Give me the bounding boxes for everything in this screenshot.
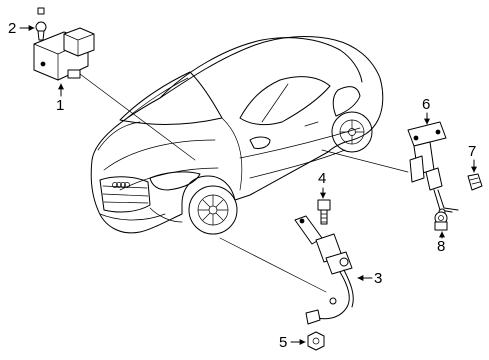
bolt-4 <box>317 199 331 225</box>
callout-4: 4 <box>318 170 326 199</box>
front-level-sensor <box>294 215 354 325</box>
windshield <box>119 71 223 125</box>
bolt-7 <box>467 173 483 191</box>
rear-level-sensor <box>407 121 459 216</box>
side-window <box>239 76 331 126</box>
car-body-outline <box>90 36 384 234</box>
nut-8 <box>434 211 448 231</box>
leader-line-6-car <box>321 149 409 173</box>
callout-label-1: 1 <box>56 97 64 114</box>
callout-label-2: 2 <box>8 20 16 37</box>
callout-8: 8 <box>437 231 445 255</box>
callout-label-4: 4 <box>318 170 326 187</box>
leader-line-1 <box>79 73 196 161</box>
callout-label-6: 6 <box>422 96 430 113</box>
callout-1: 1 <box>56 83 64 114</box>
rear-wheel <box>331 111 373 153</box>
front-wheel <box>188 185 238 235</box>
side-mirror <box>249 136 271 149</box>
clip-fastener <box>35 7 47 41</box>
callout-2: 2 <box>8 20 35 37</box>
headlight <box>149 171 201 191</box>
front-grille <box>99 176 151 213</box>
leader-line-3-car <box>219 237 327 293</box>
callout-label-8: 8 <box>437 238 445 255</box>
callout-3: 3 <box>357 270 382 287</box>
callout-label-5: 5 <box>279 334 287 351</box>
callout-7: 7 <box>468 143 477 173</box>
nut-5 <box>307 331 325 351</box>
car-roof <box>159 37 363 99</box>
callout-6: 6 <box>422 96 430 125</box>
callout-label-7: 7 <box>468 143 476 160</box>
vehicle-illustration <box>90 36 384 235</box>
control-module <box>33 27 95 81</box>
callout-5: 5 <box>279 334 306 351</box>
brand-rings <box>112 182 130 188</box>
callout-label-3: 3 <box>374 270 382 287</box>
